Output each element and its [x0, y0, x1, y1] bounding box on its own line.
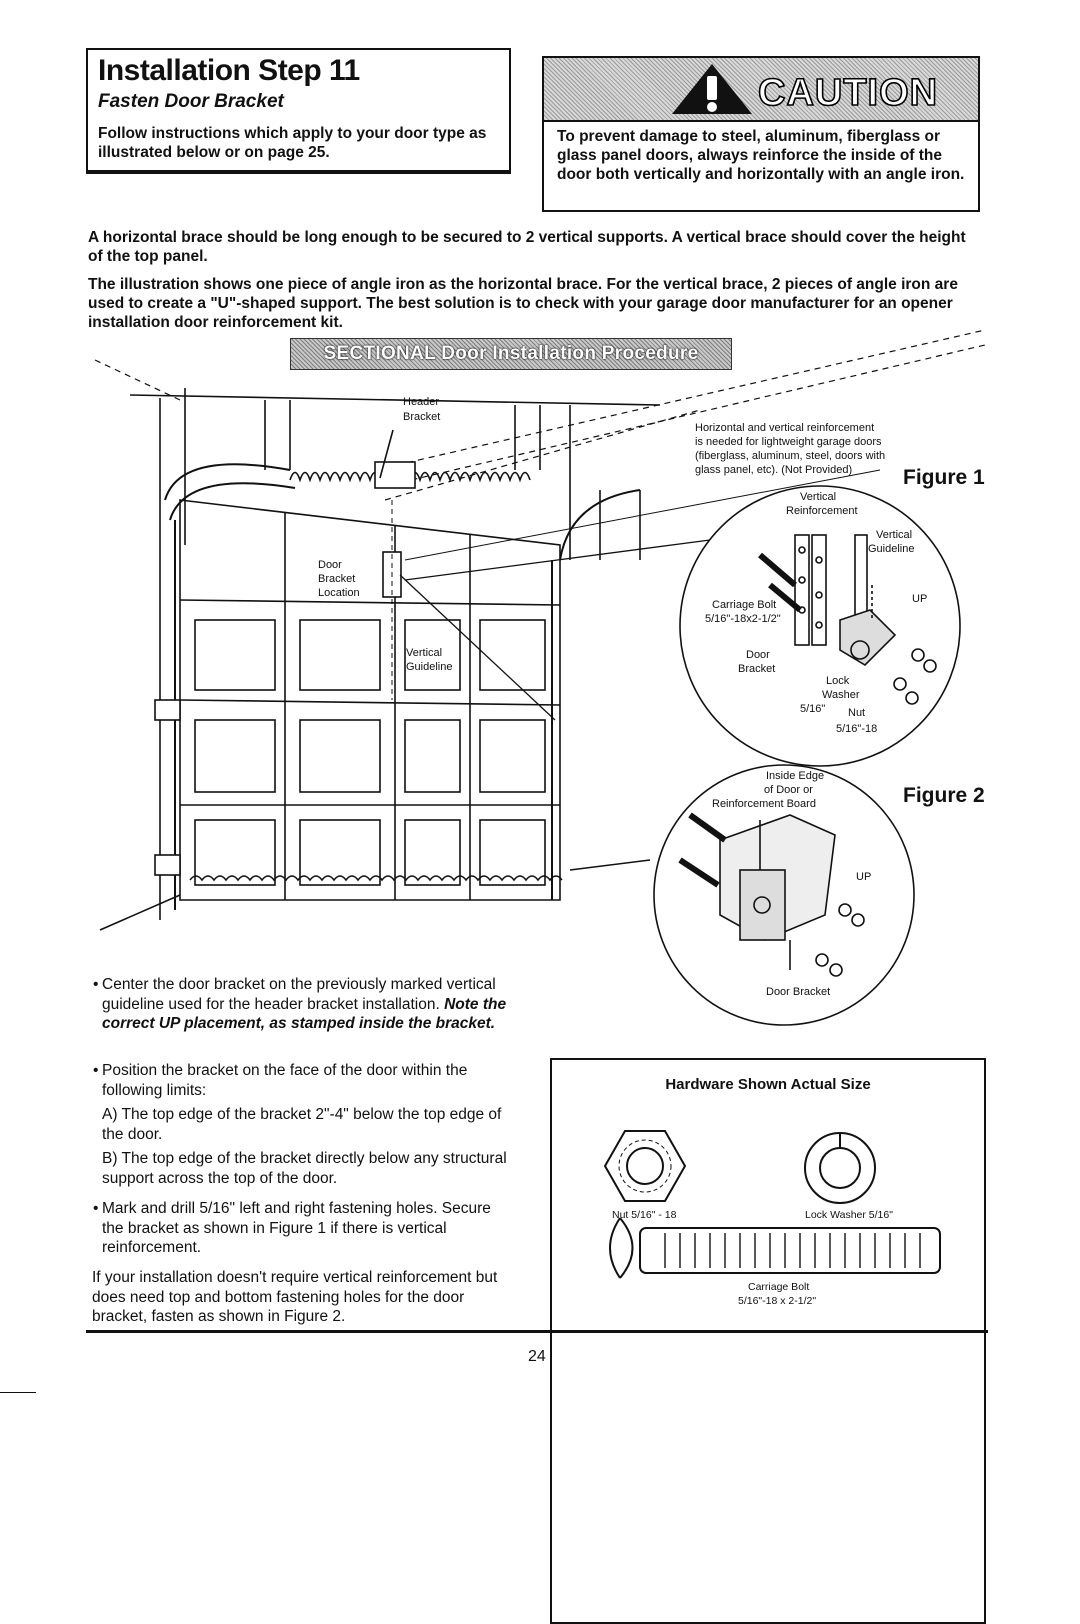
step-header-box [86, 48, 511, 174]
svg-text:Reinforcement: Reinforcement [786, 505, 858, 517]
bracket-label-2: Bracket [318, 573, 355, 585]
bullet-icon: • [93, 1200, 99, 1217]
location-label: Location [318, 587, 360, 599]
limit-b: B) The top edge of the bracket directly … [102, 1150, 507, 1187]
bullet-1-text: Center the door bracket on the previousl… [102, 976, 496, 1013]
caution-header: CAUTION [544, 58, 978, 122]
warning-triangle-icon [672, 64, 752, 114]
svg-text:Lock: Lock [826, 675, 850, 687]
instruction-bullet-1: • Center the door bracket on the previou… [93, 975, 512, 1034]
bullet-3-text: Mark and drill 5/16" left and right fast… [102, 1200, 491, 1256]
closing-paragraph: If your installation doesn't require ver… [92, 1269, 498, 1325]
bullet-2-text: Position the bracket on the face of the … [102, 1062, 468, 1099]
svg-text:Reinforcement Board: Reinforcement Board [712, 798, 816, 810]
svg-text:Carriage Bolt: Carriage Bolt [712, 599, 776, 611]
svg-text:UP: UP [912, 593, 927, 605]
note-line-3: (fiberglass, aluminum, steel, doors with [695, 450, 885, 462]
perspective-lines [94, 329, 986, 501]
bullet-icon: • [93, 1062, 99, 1079]
vertical-label: Vertical [406, 647, 442, 659]
limit-a: A) The top edge of the bracket 2"-4" bel… [102, 1106, 502, 1143]
header-label: Header [403, 396, 439, 408]
bullet-icon: • [93, 976, 99, 993]
svg-text:of Door or: of Door or [764, 784, 813, 796]
svg-text:Washer: Washer [822, 689, 860, 701]
svg-text:Nut: Nut [848, 707, 865, 719]
svg-text:Guideline: Guideline [868, 543, 914, 555]
instruction-bullet-3: • Mark and drill 5/16" left and right fa… [93, 1199, 512, 1258]
brace-paragraph: A horizontal brace should be long enough… [88, 229, 966, 265]
svg-text:Vertical: Vertical [800, 491, 836, 503]
step-title: Installation Step 11 [98, 54, 360, 87]
figure2-label: Figure 2 [903, 784, 985, 807]
nut-label: Nut 5/16" - 18 [612, 1209, 677, 1221]
door-tracks [164, 463, 641, 910]
svg-text:UP: UP [856, 871, 871, 883]
note-line-1: Horizontal and vertical reinforcement [695, 422, 874, 434]
svg-text:Bracket: Bracket [738, 663, 775, 675]
svg-text:5/16"-18: 5/16"-18 [836, 723, 877, 735]
step-instructions: Follow instructions which apply to your … [98, 125, 487, 161]
corner-mark [0, 1392, 36, 1393]
carriage-bolt-icon [609, 1217, 941, 1279]
section-banner: SECTIONAL Door Installation Procedure [290, 338, 732, 370]
lock-washer-icon [804, 1132, 876, 1204]
bullet-1-note: Note the correct UP placement, as stampe… [102, 995, 507, 1033]
instruction-bullet-2: • Position the bracket on the face of th… [93, 1061, 512, 1100]
figure2-detail [653, 764, 915, 1026]
figure1-detail [679, 485, 961, 767]
bottom-seal [189, 875, 563, 882]
note-line-4: glass panel, etc). (Not Provided) [695, 464, 852, 476]
header-wall [99, 388, 661, 931]
svg-text:Vertical: Vertical [876, 529, 912, 541]
svg-text:5/16"-18x2-1/2": 5/16"-18x2-1/2" [705, 613, 781, 625]
caution-text: To prevent damage to steel, aluminum, fi… [557, 128, 965, 183]
carriage-bolt-label: Carriage Bolt [748, 1281, 809, 1293]
bottom-rule [86, 1330, 988, 1333]
figure1-label: Figure 1 [903, 466, 985, 489]
header-bracket [374, 461, 416, 489]
page-number: 24 [528, 1348, 546, 1365]
bracket-label: Bracket [403, 411, 440, 423]
step-subtitle: Fasten Door Bracket [98, 91, 284, 112]
lock-washer-label: Lock Washer 5/16" [805, 1209, 893, 1221]
svg-text:Door Bracket: Door Bracket [766, 986, 830, 998]
svg-text:Door: Door [746, 649, 770, 661]
figure1-labels: Vertical Reinforcement Vertical Guidelin… [705, 491, 927, 735]
door-label: Door [318, 559, 342, 571]
svg-text:5/16": 5/16" [800, 703, 825, 715]
door-installation-illustration: Header Bracket Horizontal and vertical r… [94, 329, 986, 1026]
note-line-2: is needed for lightweight garage doors [695, 436, 882, 448]
figure2-labels: Inside Edge of Door or Reinforcement Boa… [712, 770, 871, 998]
carriage-bolt-size: 5/16"-18 x 2-1/2" [738, 1295, 816, 1307]
hardware-illustration: Nut 5/16" - 18 Lock Washer 5/16" Carriag… [603, 1130, 941, 1307]
nut-icon [603, 1130, 687, 1202]
garage-door-panel [179, 499, 561, 901]
caution-box [542, 56, 980, 212]
main-labels: Header Bracket Horizontal and vertical r… [318, 396, 885, 673]
guideline-label: Guideline [406, 661, 452, 673]
caution-label: CAUTION [758, 72, 938, 114]
bolt-threads [664, 1233, 921, 1268]
hardware-title: Hardware Shown Actual Size [665, 1076, 871, 1093]
svg-text:Inside Edge: Inside Edge [766, 770, 824, 782]
illustration-paragraph: The illustration shows one piece of angl… [88, 276, 958, 331]
